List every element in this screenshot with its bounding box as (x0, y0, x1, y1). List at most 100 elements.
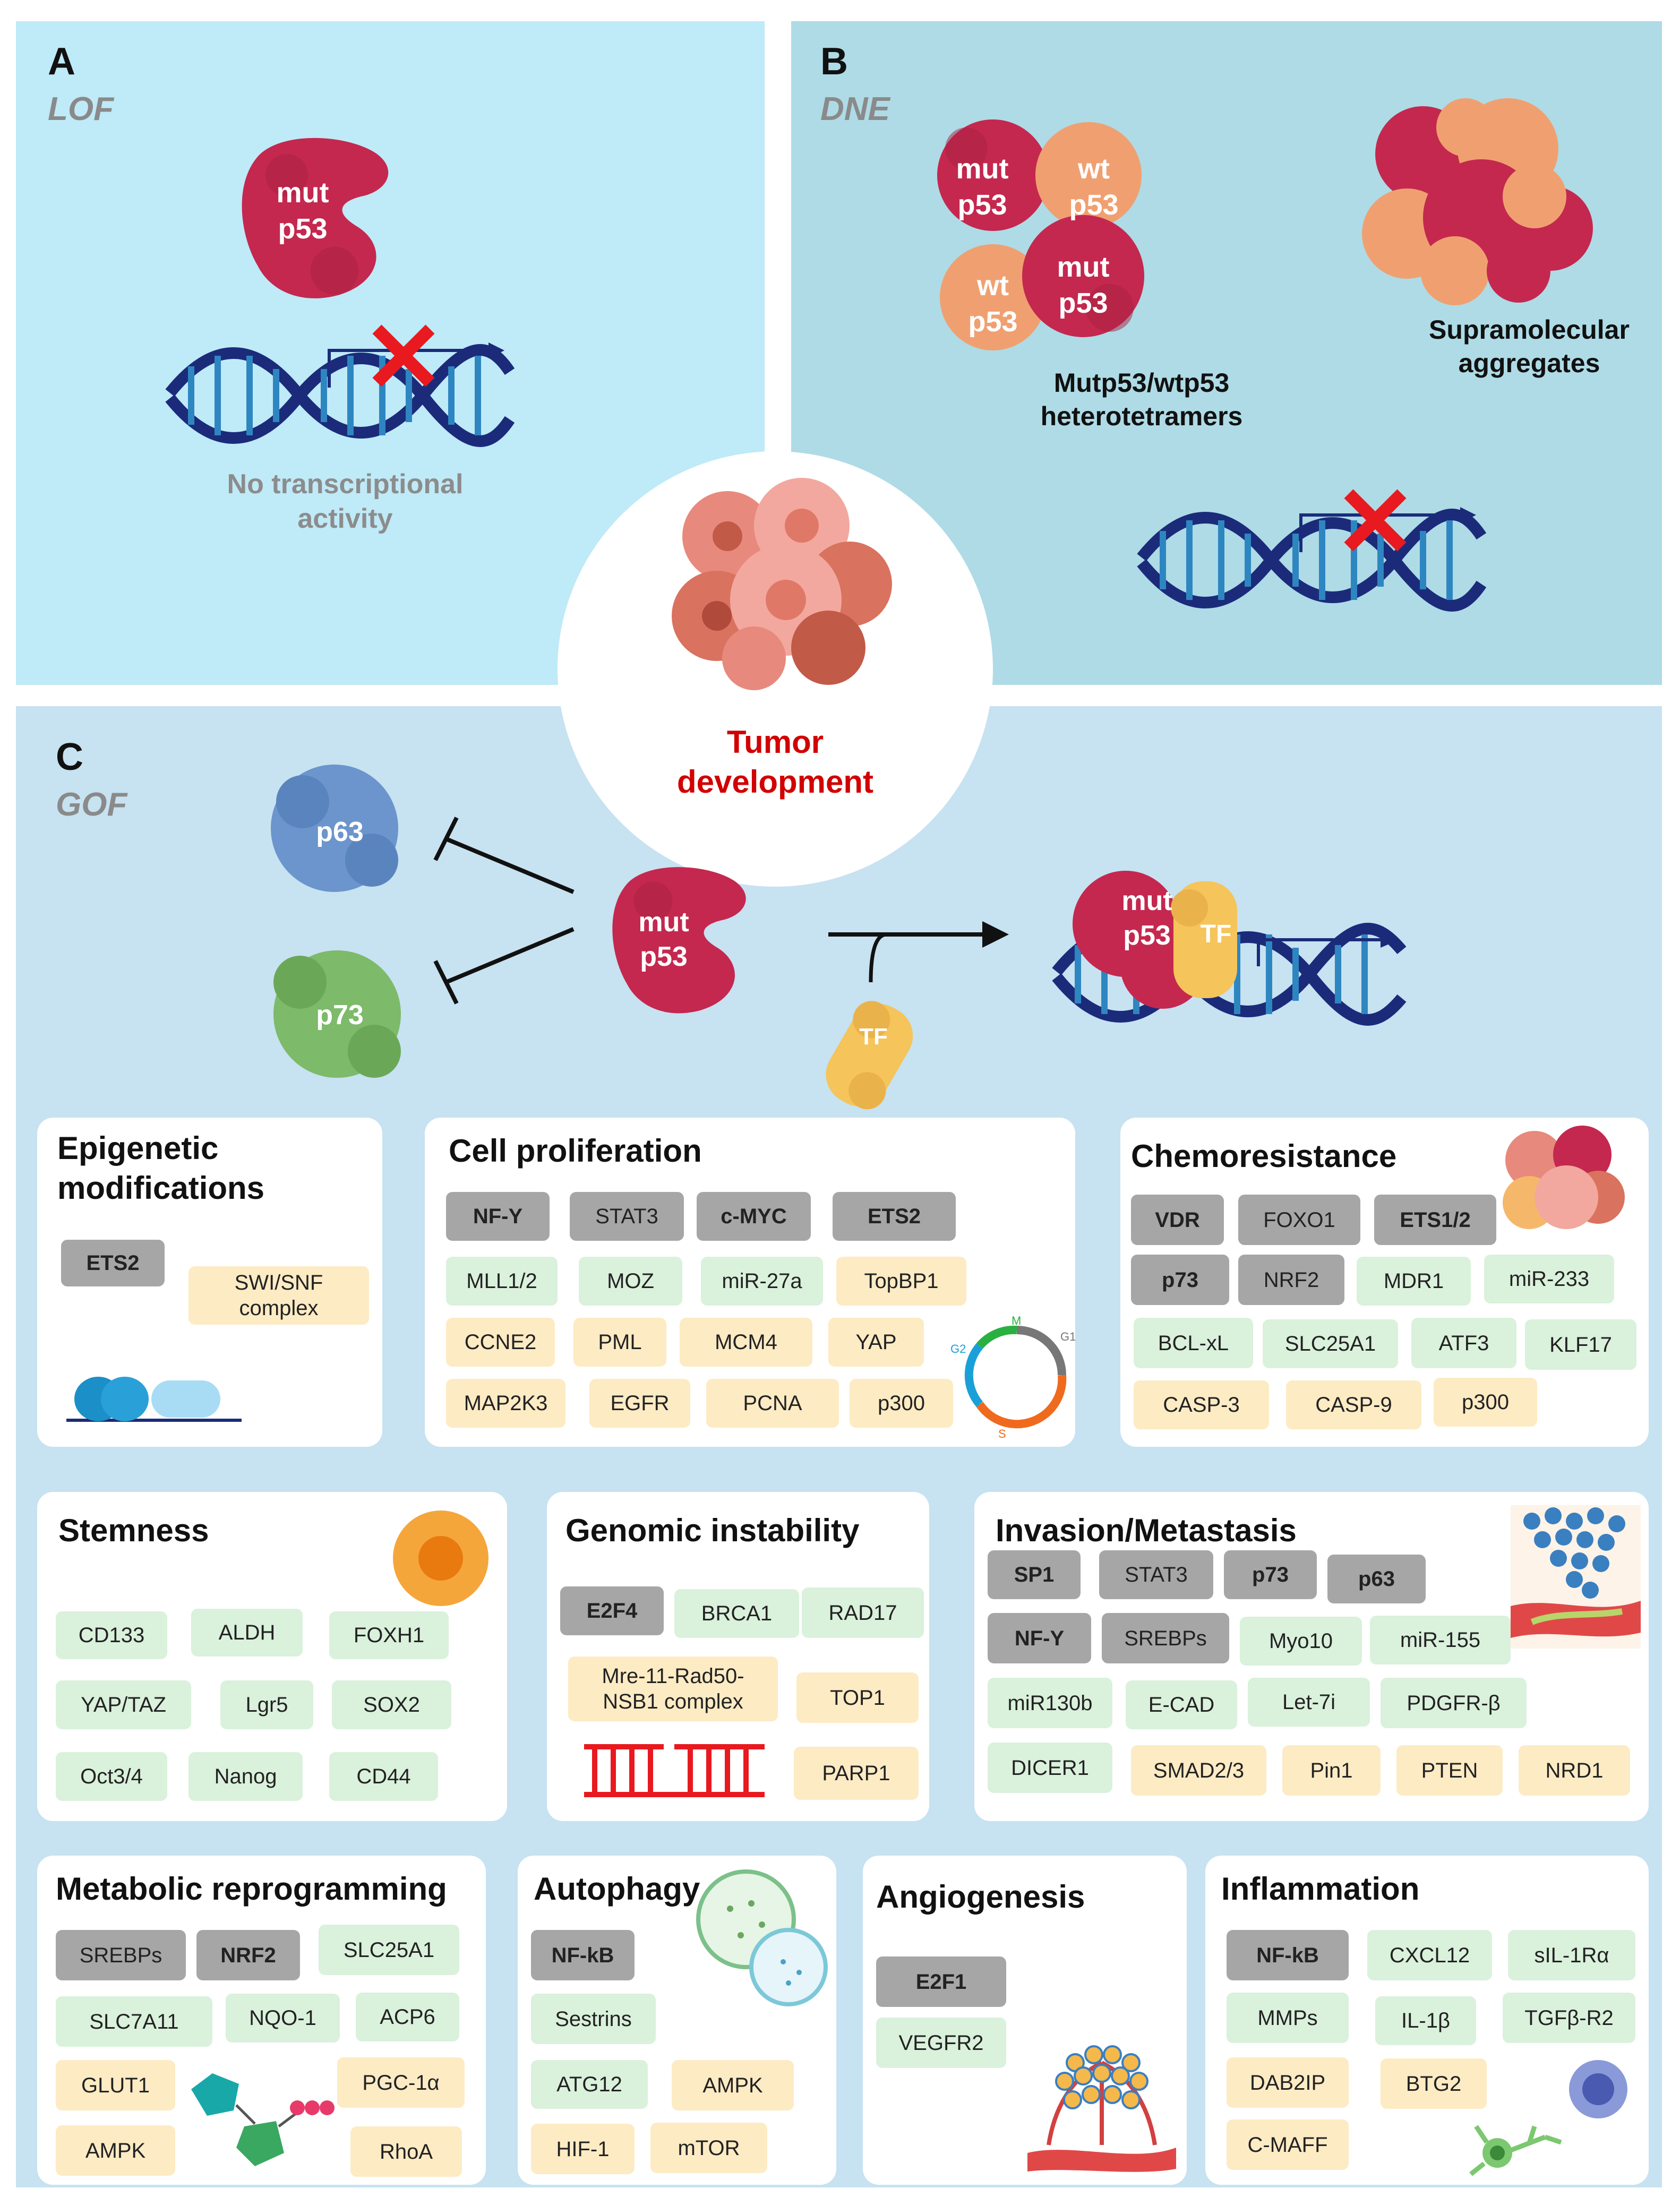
gene-pill: Nanog (188, 1752, 303, 1801)
gene-pill: mTOR (650, 2123, 767, 2173)
tumor-cells-icon (672, 478, 892, 690)
gene-pill: miR-27a (701, 1257, 823, 1306)
gene-pill: YAP (828, 1318, 924, 1367)
gene-pill: NF-Y (446, 1192, 550, 1241)
gene-pill: MDR1 (1357, 1257, 1471, 1306)
tf-label-1: TF (859, 1024, 888, 1050)
gene-pill: Mre-11-Rad50- NSB1 complex (568, 1657, 778, 1721)
mut-p53-gof-icon (612, 867, 746, 1014)
gene-pill: FOXO1 (1238, 1195, 1360, 1245)
gene-pill: SREBPs (56, 1930, 186, 1980)
gene-pill: p300 (850, 1379, 953, 1428)
gene-pill: SWI/SNF complex (188, 1266, 369, 1325)
gene-pill: BCL-xL (1134, 1318, 1253, 1368)
gene-pill: miR-233 (1484, 1255, 1614, 1303)
gene-pill: DICER1 (988, 1743, 1112, 1793)
mutp53-tf-dna-complex (1052, 871, 1407, 1026)
aggregates-icon (1362, 98, 1593, 305)
gene-pill: IL-1β (1375, 1996, 1476, 2045)
gene-pill: CASP-3 (1134, 1380, 1269, 1429)
metastasis-vessel-icon (1511, 1505, 1641, 1649)
card-angiogenesis: Angiogenesis E2F1 VEGFR2 (863, 1856, 1187, 2185)
mut-p53-protein-icon (242, 138, 389, 298)
gene-pill: p73 (1131, 1255, 1229, 1305)
hetero-wt-1: wt p53 (1069, 153, 1119, 221)
panel-a-letter: A (48, 40, 75, 83)
gene-pill: NF-kB (531, 1930, 635, 1980)
gene-pill: E2F4 (560, 1586, 664, 1635)
gene-pill: BTG2 (1381, 2058, 1487, 2109)
gene-pill: Let-7i (1248, 1678, 1370, 1727)
gene-pill: ALDH (191, 1609, 303, 1657)
panel-c-letter: C (56, 736, 83, 778)
gene-pill: p73 (1224, 1550, 1317, 1599)
p63-protein-icon (271, 765, 398, 892)
gene-pill: NRF2 (196, 1930, 300, 1980)
tumor-development-label: Tumor development (676, 724, 874, 800)
gene-pill: E2F1 (876, 1956, 1006, 2007)
card-title: Stemness (58, 1513, 209, 1548)
gene-pill: SP1 (988, 1550, 1081, 1599)
gene-pill: STAT3 (1099, 1550, 1213, 1599)
panel-b-abbr: DNE (820, 91, 890, 127)
aggregates-label: Supramolecular aggregates (1429, 315, 1630, 378)
card-inflammation: Inflammation NF-kB CXCL12 sIL-1Rα MMPs I… (1205, 1856, 1649, 2185)
gene-pill: MMPs (1227, 1993, 1349, 2043)
gene-pill: ETS2 (61, 1240, 165, 1286)
p73-protein-icon (273, 950, 401, 1078)
gene-pill: CD133 (56, 1611, 167, 1659)
gene-pill: NF-kB (1227, 1930, 1349, 1980)
gene-pill: MCM4 (680, 1318, 812, 1367)
card-stemness: Stemness CD133 ALDH FOXH1 YAP/TAZ Lgr5 S… (37, 1492, 507, 1821)
stem-cell-icon (393, 1511, 488, 1606)
gene-pill: BRCA1 (674, 1589, 799, 1638)
card-invasion-metastasis: Invasion/Metastasis SP1 STAT3 p73 p63 NF… (974, 1492, 1649, 1821)
hetero-mut-2: mut p53 (1057, 251, 1110, 319)
gene-pill: miR130b (988, 1678, 1112, 1728)
heterotetramer-icon (937, 119, 1144, 350)
heterotetramers-label: Mutp53/wtp53 heterotetramers (1040, 368, 1243, 431)
card-autophagy: Autophagy NF-kB Sestrins ATG12 AMPK HIF-… (518, 1856, 836, 2185)
gene-pill: Lgr5 (220, 1680, 313, 1729)
gene-pill: SLC7A11 (56, 1996, 212, 2047)
gene-pill: STAT3 (570, 1192, 684, 1241)
gene-pill: SMAD2/3 (1131, 1745, 1266, 1796)
gene-pill: NRF2 (1238, 1255, 1344, 1305)
gene-pill: PTEN (1396, 1745, 1503, 1796)
card-title: Invasion/Metastasis (996, 1513, 1297, 1548)
gene-pill: EGFR (589, 1379, 690, 1428)
dna-break-icon (584, 1744, 765, 1797)
gene-pill: GLUT1 (56, 2060, 175, 2110)
gene-pill: NRD1 (1519, 1745, 1630, 1796)
cycle-label-s: S (998, 1427, 1006, 1440)
gene-pill: PDGFR-β (1381, 1678, 1527, 1728)
gene-pill: CASP-9 (1286, 1380, 1421, 1429)
panel-a-caption: No transcriptional activity (227, 469, 464, 534)
hetero-wt-2: wt p53 (968, 270, 1018, 338)
hetero-mut-1: mut p53 (956, 153, 1009, 221)
autophagosome-icon (696, 1869, 828, 2006)
card-chemoresistance: Chemoresistance VDR FOXO1 ETS1/2 p73 NRF… (1120, 1118, 1649, 1447)
cycle-label-g1: G1 (1060, 1330, 1076, 1343)
gene-pill: PARP1 (794, 1747, 919, 1800)
card-title: Angiogenesis (876, 1879, 1085, 1915)
gene-pill: Myo10 (1240, 1617, 1362, 1666)
gene-pill: TopBP1 (836, 1257, 966, 1306)
gene-pill: MLL1/2 (446, 1257, 558, 1306)
gene-pill: RhoA (350, 2126, 462, 2177)
gene-pill: AMPK (672, 2060, 794, 2110)
gene-pill: p300 (1434, 1378, 1537, 1427)
inhibition-arrows (433, 817, 575, 1005)
activation-arrow (826, 921, 1009, 1110)
cycle-label-g2: G2 (950, 1342, 966, 1355)
card-title: Cell proliferation (449, 1133, 702, 1169)
angiogenesis-tumor-icon (1027, 2045, 1176, 2172)
gene-pill: TGFβ-R2 (1503, 1993, 1635, 2043)
card-title: Epigenetic modifications (57, 1130, 265, 1206)
gene-pill: NF-Y (988, 1613, 1091, 1663)
gene-pill: HIF-1 (531, 2124, 635, 2174)
gene-pill: SOX2 (332, 1680, 451, 1729)
gene-pill: Oct3/4 (56, 1752, 167, 1801)
gene-pill: PCNA (706, 1379, 839, 1428)
gene-pill: AMPK (56, 2125, 175, 2176)
